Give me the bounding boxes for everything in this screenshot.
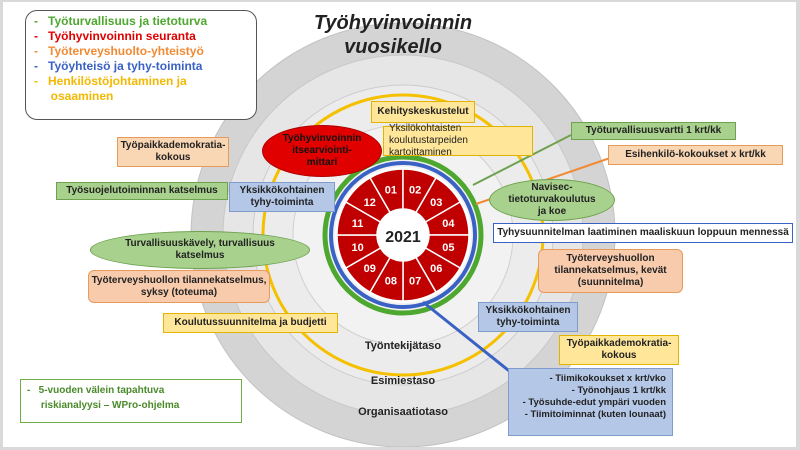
team-activity-item: - Tiimikokoukset x krt/vko [549, 373, 666, 384]
item-tth-syksy: Työterveyshuollon tilannekatselmus, syks… [88, 270, 270, 303]
risk-analysis-note: - 5-vuoden välein tapahtuva riskianalyys… [20, 379, 242, 423]
month-label: 04 [442, 218, 455, 230]
legend-item: - Henkilöstöjohtaminen ja osaaminen [34, 74, 187, 103]
item-tpd-top: Työpaikkademokratia-kokous [117, 137, 229, 167]
item-koulutustarpeet: Yksilökohtaisten koulutustarpeiden karto… [383, 123, 533, 158]
legend-item: - Työhyvinvoinnin seuranta [34, 29, 196, 43]
item-turvallisuusvartti: Työturvallisuusvartti 1 krt/kk [571, 122, 736, 140]
month-label: 01 [385, 185, 397, 197]
month-label: 11 [352, 218, 364, 230]
item-tyhysuunnitelma: Tyhysuunnitelman laatiminen maaliskuun l… [493, 223, 793, 243]
item-tpd-bottom: Työpaikkademokratia-kokous [559, 335, 679, 365]
item-turvallisuuskavely: Turvallisuuskävely, turvallisuus katselm… [90, 231, 310, 269]
community-ring [329, 161, 477, 309]
safety-ring [322, 154, 484, 316]
team-activity-item: - Työnohjaus 1 krt/kk [571, 385, 666, 396]
legend-item: - Työyhteisö ja tyhy-toiminta [34, 59, 203, 73]
level-supervisor: Esimiestaso [370, 375, 436, 387]
month-label: 07 [409, 275, 421, 287]
month-label: 05 [442, 242, 454, 254]
month-label: 09 [364, 263, 376, 275]
month-label: 06 [430, 263, 442, 275]
item-koulutussuunnitelma: Koulutussuunnitelma ja budjetti [163, 313, 338, 333]
month-label: 03 [430, 197, 442, 209]
year-label: 2021 [385, 229, 421, 246]
connector-turvallisuusvartti [472, 134, 572, 186]
month-label: 02 [409, 185, 421, 197]
item-tth-kevat: Työterveyshuollon tilannekatselmus, kevä… [538, 249, 683, 293]
team-activities-list: - Tiimikokoukset x krt/vko- Työnohjaus 1… [515, 373, 666, 421]
level-organization: Organisaatiotaso [358, 406, 448, 418]
year-center [377, 209, 429, 261]
connector-team-list [422, 300, 514, 376]
month-label: 12 [364, 197, 376, 209]
team-activity-item: - Tiimitoiminnat (kuten lounaat) [524, 409, 666, 420]
team-activity-item: - Työsuhde-edut ympäri vuoden [522, 397, 666, 408]
item-tyhy-top: Yksikkökohtainen tyhy-toiminta [229, 182, 335, 212]
risk-note-line: riskianalyysi – WPro-ohjelma [27, 400, 180, 411]
risk-note-line: - 5-vuoden välein tapahtuva [27, 385, 165, 396]
item-itsearviointi: Työhyvinvoinnin itsearviointi-mittari [262, 125, 382, 177]
team-activities-box: - Tiimikokoukset x krt/vko- Työnohjaus 1… [508, 368, 673, 436]
legend: - Työturvallisuus ja tietoturva- Työhyvi… [25, 10, 257, 120]
level-worker: Työntekijätaso [364, 340, 442, 352]
item-tyosuojelu: Työsuojelutoiminnan katselmus [56, 182, 228, 200]
legend-item: - Työterveyshuolto-yhteistyö [34, 44, 204, 58]
legend-item: - Työturvallisuus ja tietoturva [34, 14, 208, 28]
item-navisec: Navisec-tietoturvakoulutus ja koe [489, 179, 615, 221]
month-label: 08 [385, 275, 397, 287]
item-kehityskeskustelut: Kehityskeskustelut [371, 101, 475, 123]
month-label: 10 [351, 242, 363, 254]
item-tyhy-bottom: Yksikkökohtainen tyhy-toiminta [478, 302, 578, 332]
item-esihenkilo: Esihenkilö-kokoukset x krt/kk [608, 145, 783, 165]
